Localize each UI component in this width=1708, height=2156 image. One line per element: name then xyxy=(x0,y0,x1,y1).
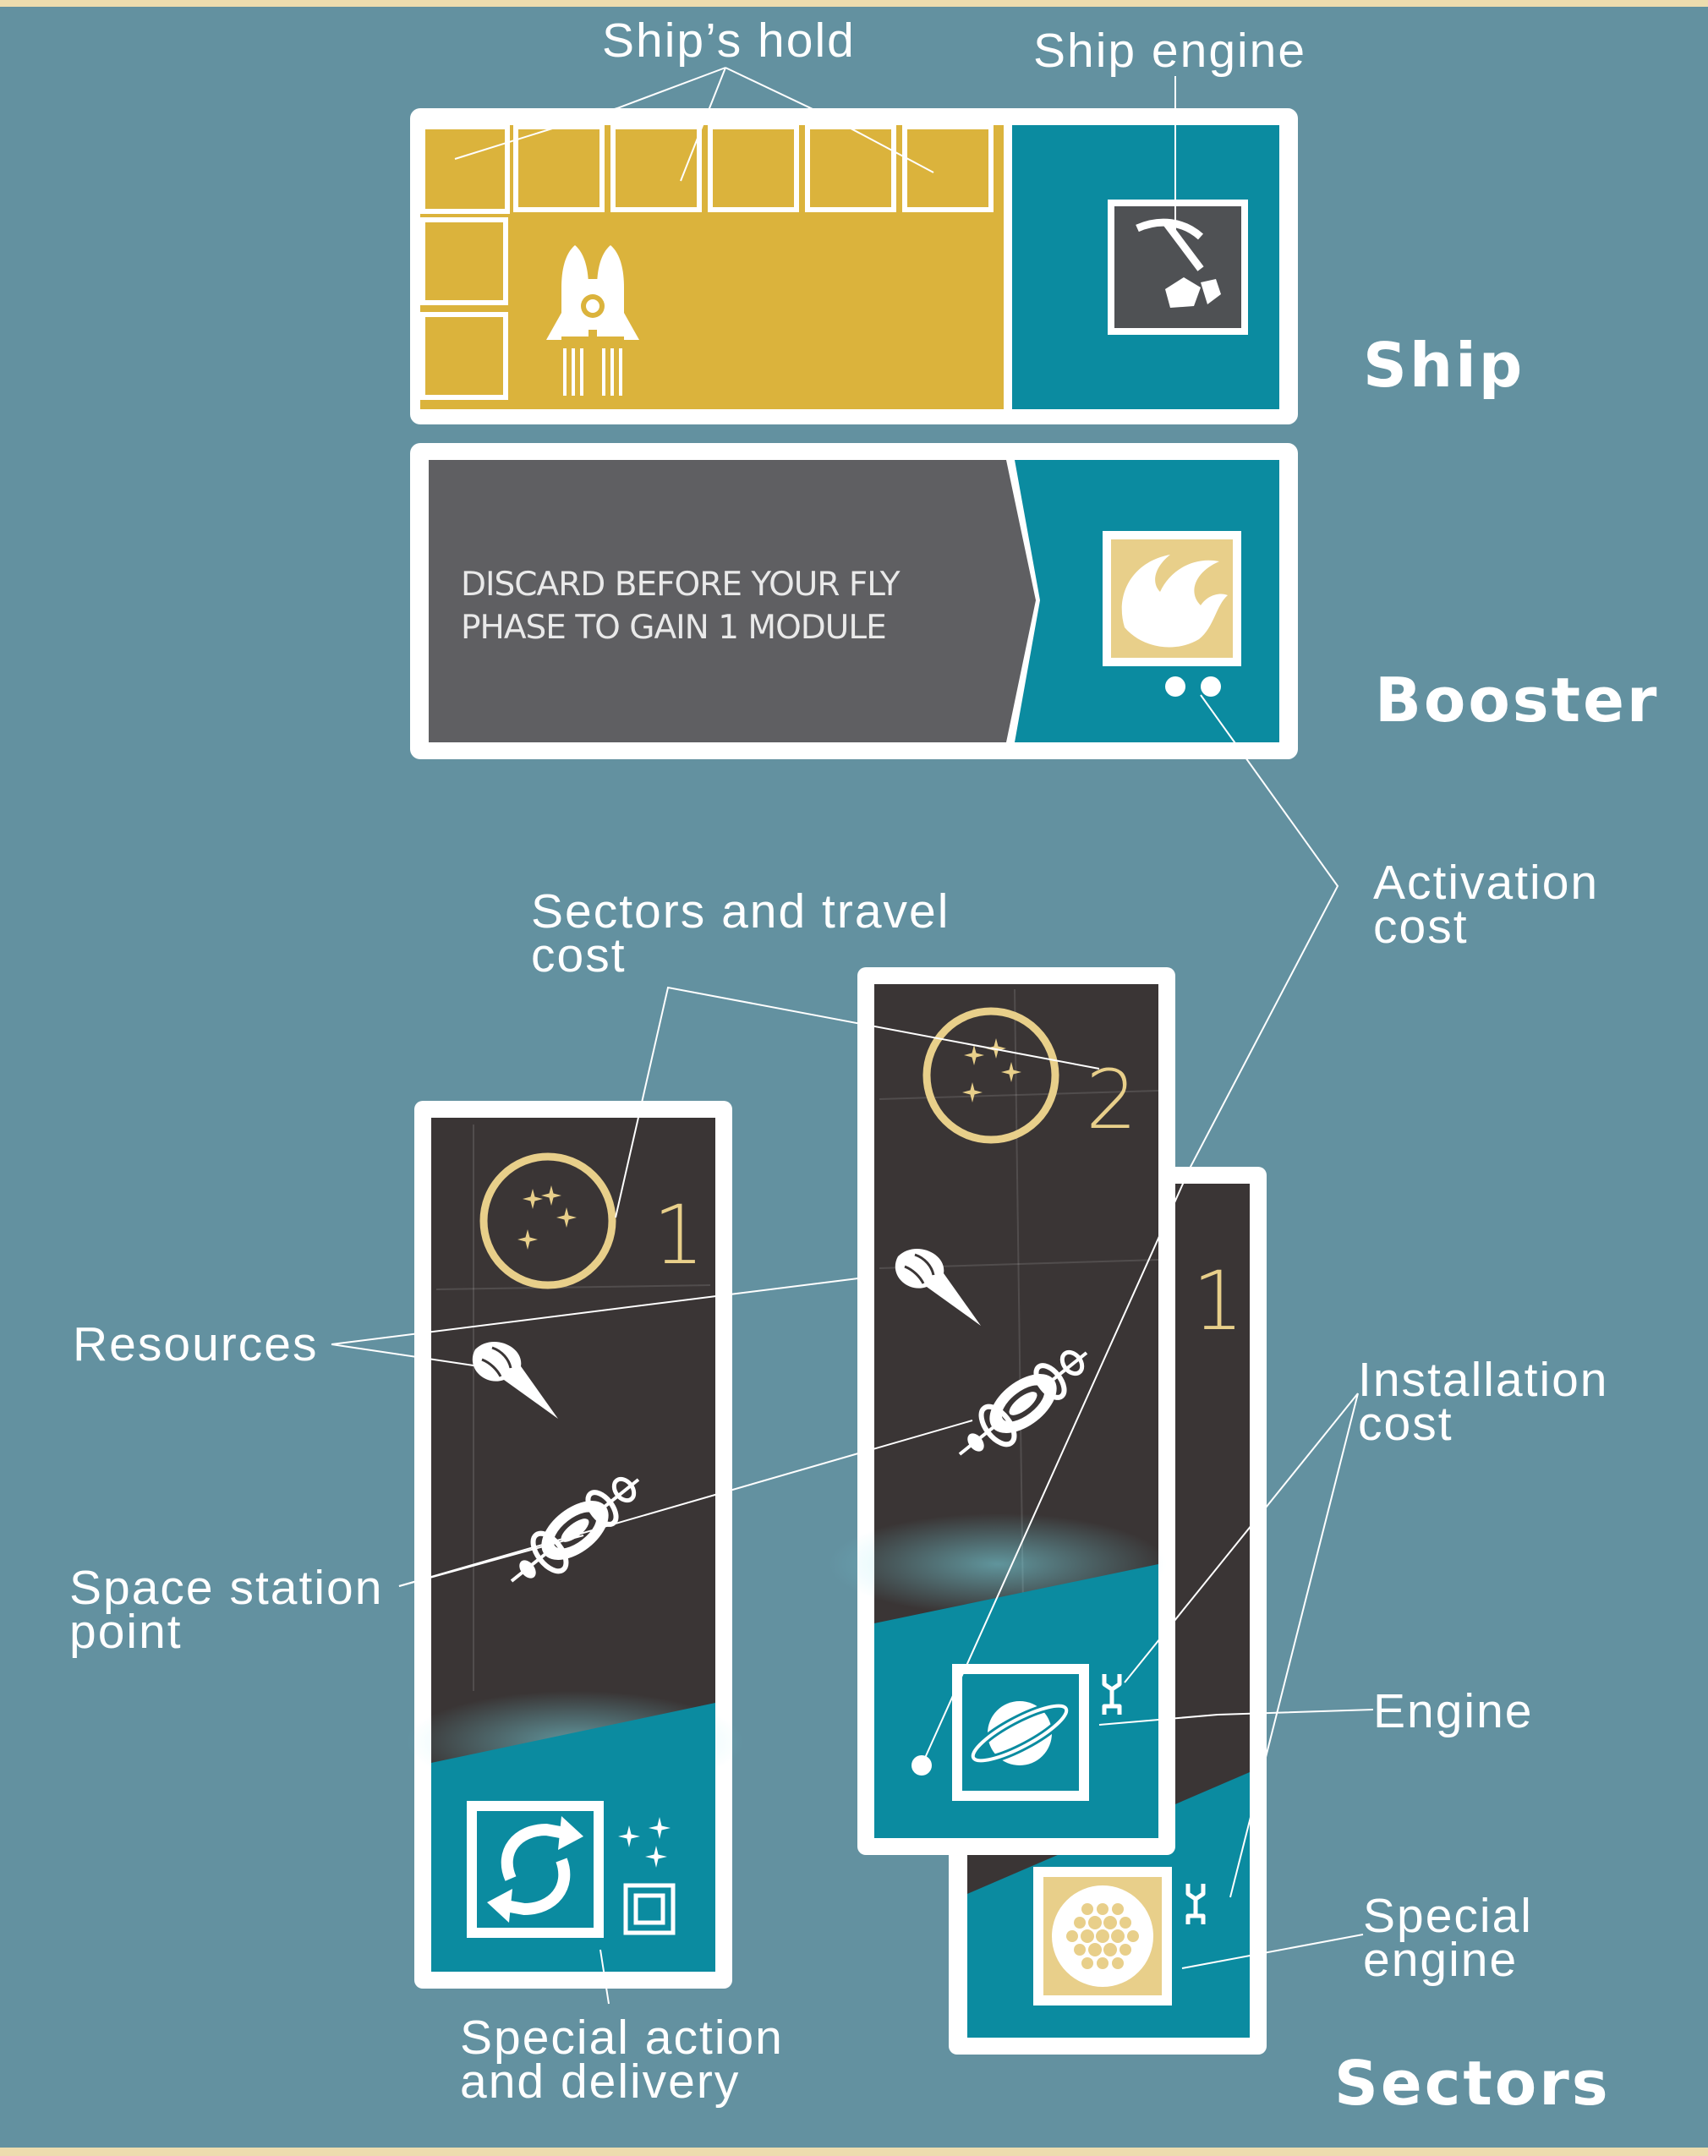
label-resources: Resources xyxy=(73,1317,319,1371)
booster-text-line2: PHASE TO GAIN 1 MODULE xyxy=(461,609,886,647)
stars-circle-icon xyxy=(922,1007,1059,1144)
label-space-station-point: Space station point xyxy=(69,1561,384,1659)
callout-lines xyxy=(331,67,1374,2005)
section-sectors: Sectors xyxy=(1334,2048,1611,2119)
booster-card xyxy=(410,443,1298,759)
top-border xyxy=(0,0,1708,7)
bottom-border xyxy=(0,2148,1708,2156)
activation-cost-dot xyxy=(1201,676,1221,697)
label-sectors-travel-cost: Sectors and travel cost xyxy=(531,884,950,982)
sector-card-left xyxy=(406,1101,744,1989)
label-ships-hold: Ship’s hold xyxy=(602,14,856,68)
planet-icon xyxy=(952,1664,1089,1801)
label-activation-cost: Activation cost xyxy=(1373,856,1600,954)
label-special-action-delivery: Special action and delivery xyxy=(460,2011,784,2109)
delivery-box-icon xyxy=(623,1883,676,1935)
sector-card-middle xyxy=(829,967,1175,1855)
label-installation-cost: Installation cost xyxy=(1358,1353,1609,1451)
refresh-icon xyxy=(467,1801,604,1938)
activation-cost-dot xyxy=(1165,676,1185,697)
label-engine: Engine xyxy=(1373,1684,1534,1738)
section-booster: Booster xyxy=(1375,665,1660,736)
booster-text-line1: DISCARD BEFORE YOUR FLY xyxy=(461,566,901,604)
cargo-slots xyxy=(420,124,994,400)
flame-icon xyxy=(1103,531,1241,666)
section-ship: Ship xyxy=(1363,330,1525,401)
rocket-icon xyxy=(546,245,639,396)
left-travel-cost: 1 xyxy=(653,1188,704,1283)
label-special-engine: Special engine xyxy=(1363,1889,1533,1987)
honeycomb-icon xyxy=(1033,1867,1172,2006)
pickaxe-rocks-icon xyxy=(1108,200,1248,335)
label-ship-engine: Ship engine xyxy=(1033,24,1307,78)
ship-card xyxy=(410,108,1298,424)
right-travel-cost: 1 xyxy=(1192,1254,1244,1349)
stars-circle-icon xyxy=(479,1152,616,1289)
